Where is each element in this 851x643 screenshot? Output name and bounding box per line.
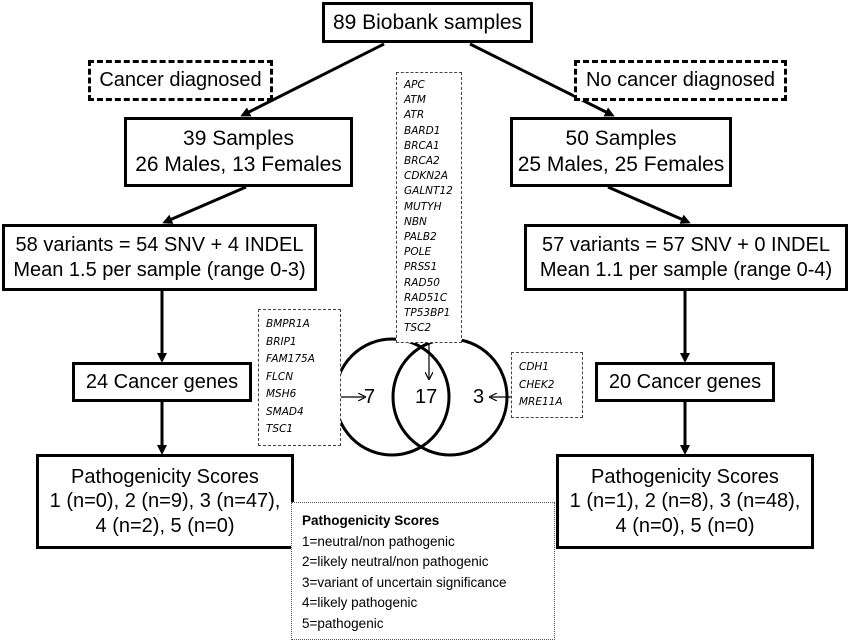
- right-scores-box: Pathogenicity Scores 1 (n=1), 2 (n=8), 3…: [556, 454, 814, 549]
- gene-item: CHEK2: [519, 378, 555, 391]
- left-unique-genes-list: BMPR1A BRIP1 FAM175A FLCN MSH6 SMAD4 TSC…: [258, 309, 341, 446]
- right-category-label: No cancer diagnosed: [585, 69, 775, 92]
- gene-item: FLCN: [266, 370, 294, 383]
- gene-item: ATM: [404, 94, 426, 107]
- gene-item: BRIP1: [266, 335, 297, 348]
- gene-item: PALB2: [404, 231, 437, 244]
- left-variants-mean: Mean 1.5 per sample (range 0-3): [13, 258, 306, 281]
- right-scores-line1: 1 (n=1), 2 (n=8), 3 (n=48),: [569, 490, 801, 513]
- venn-left-only-count: 7: [364, 386, 376, 408]
- gene-item: CDH1: [519, 361, 549, 373]
- legend-item: 1=neutral/non pathogenic: [302, 533, 455, 549]
- gene-item: BMPR1A: [266, 318, 310, 330]
- right-scores-title: Pathogenicity Scores: [591, 465, 779, 488]
- gene-item: ATR: [404, 109, 425, 122]
- right-samples-count: 50 Samples: [565, 127, 677, 151]
- legend-item: 2=likely neutral/non pathogenic: [302, 554, 489, 569]
- gene-item: GALNT12: [404, 185, 453, 198]
- right-variants-box: 57 variants = 57 SNV + 0 INDEL Mean 1.1 …: [524, 224, 848, 291]
- gene-item: MUTYH: [404, 200, 442, 213]
- left-scores-box: Pathogenicity Scores 1 (n=0), 2 (n=9), 3…: [36, 454, 294, 549]
- left-samples-sex: 26 Males, 13 Females: [135, 153, 342, 176]
- right-unique-genes-list: CDH1 CHEK2 MRE11A: [511, 352, 583, 418]
- arrow-right-samples-variants: [607, 185, 691, 224]
- left-category-label: Cancer diagnosed: [99, 69, 262, 92]
- gene-item: TP53BP1: [404, 307, 451, 320]
- gene-item: FAM175A: [266, 353, 315, 365]
- arrow-root-left: [240, 42, 385, 117]
- root-label: 89 Biobank samples: [332, 10, 523, 34]
- gene-item: APC: [404, 79, 425, 91]
- root-box: 89 Biobank samples: [322, 2, 533, 43]
- venn-shared-count: 17: [415, 386, 438, 408]
- left-genes-box: 24 Cancer genes: [72, 362, 252, 402]
- left-variants-box: 58 variants = 54 SNV + 4 INDEL Mean 1.5 …: [2, 224, 317, 291]
- gene-item: BRCA2: [404, 155, 440, 168]
- left-variants-count: 58 variants = 54 SNV + 4 INDEL: [15, 234, 304, 257]
- gene-item: MRE11A: [519, 396, 563, 408]
- left-genes-label: 24 Cancer genes: [85, 370, 239, 393]
- left-samples-count: 39 Samples: [183, 127, 294, 151]
- right-variants-mean: Mean 1.1 per sample (range 0-4): [539, 258, 833, 281]
- left-scores-title: Pathogenicity Scores: [71, 465, 259, 488]
- right-genes-label: 20 Cancer genes: [608, 370, 762, 393]
- gene-item: TSC2: [404, 322, 432, 335]
- legend-item: 4=likely pathogenic: [302, 595, 418, 610]
- gene-item: RAD50: [404, 276, 440, 289]
- left-scores-line1: 1 (n=0), 2 (n=9), 3 (n=47),: [49, 490, 281, 513]
- left-samples-box: 39 Samples 26 Males, 13 Females: [124, 117, 353, 187]
- gene-item: RAD51C: [404, 291, 448, 304]
- right-category-box: No cancer diagnosed: [574, 60, 787, 101]
- right-samples-box: 50 Samples 25 Males, 25 Females: [510, 117, 732, 187]
- gene-item: TSC1: [266, 423, 294, 435]
- gene-item: BARD1: [404, 124, 441, 137]
- legend-title: Pathogenicity Scores: [302, 513, 440, 528]
- gene-item: POLE: [404, 246, 432, 259]
- gene-item: PRSS1: [404, 261, 438, 274]
- legend-item: 5=pathogenic: [302, 615, 384, 631]
- gene-item: MSH6: [266, 388, 297, 400]
- gene-item: BRCA1: [404, 139, 440, 152]
- shared-genes-list: APC ATM ATR BARD1 BRCA1 BRCA2 CDKN2A GAL…: [396, 72, 462, 343]
- right-samples-sex: 25 Males, 25 Females: [517, 153, 725, 176]
- pathogenicity-legend: Pathogenicity Scores 1=neutral/non patho…: [291, 502, 555, 640]
- arrow-left-samples-variants: [162, 185, 247, 224]
- right-variants-count: 57 variants = 57 SNV + 0 INDEL: [542, 234, 830, 257]
- arrow-root-right: [469, 42, 615, 117]
- gene-item: NBN: [404, 215, 427, 228]
- left-scores-line2: 4 (n=2), 5 (n=0): [95, 514, 235, 537]
- gene-item: SMAD4: [266, 405, 304, 418]
- legend-item: 3=variant of uncertain significance: [302, 574, 507, 590]
- left-category-box: Cancer diagnosed: [88, 60, 273, 101]
- right-scores-line2: 4 (n=0), 5 (n=0): [615, 514, 755, 537]
- gene-item: CDKN2A: [404, 170, 449, 183]
- venn-right-only-count: 3: [473, 386, 485, 408]
- right-genes-box: 20 Cancer genes: [595, 362, 775, 402]
